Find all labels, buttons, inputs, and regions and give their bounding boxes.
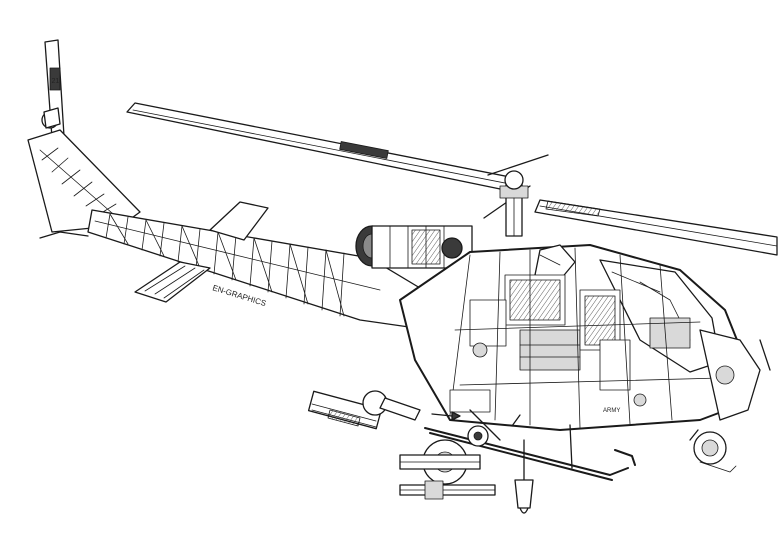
tail-boom-frames (105, 213, 345, 317)
hoist-hook (514, 439, 534, 514)
rotor-mast-and-hub (483, 154, 549, 237)
main-rotor-blade-front (534, 199, 778, 256)
nose-turret (689, 429, 737, 473)
minigun-assembly (307, 390, 421, 430)
cabin-frames (449, 247, 673, 429)
turboshaft-engine (355, 225, 473, 269)
nose-section (699, 329, 771, 421)
landing-skids (424, 409, 636, 481)
exploded-arrows (431, 411, 521, 427)
tail-rotor: 21 (41, 39, 65, 139)
cabin-lettering: ARMY (603, 408, 620, 414)
cockpit-canopy (599, 259, 721, 373)
rocket-pod-assembly (399, 425, 496, 500)
tail-number-marking: 21 (52, 78, 60, 85)
horizontal-stabilizer (134, 201, 269, 303)
cabin-interior-structure: ARMY (449, 247, 721, 429)
main-rotor-blade-rear (126, 102, 516, 191)
